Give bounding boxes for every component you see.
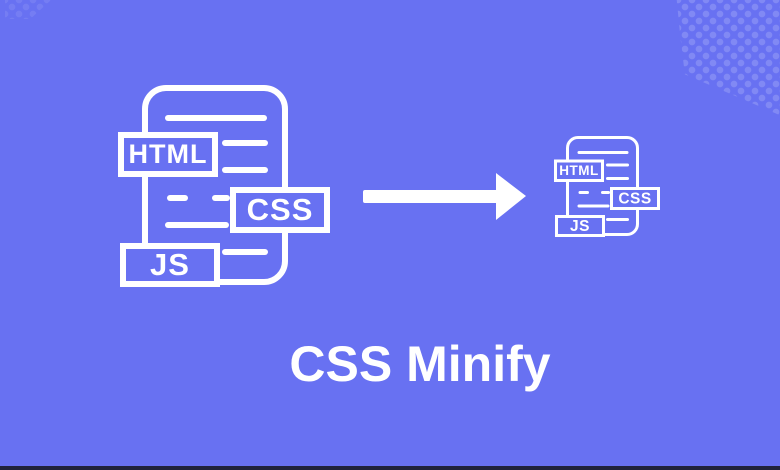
js-badge: JS — [555, 215, 605, 237]
code-line-icon — [606, 177, 629, 180]
js-badge: JS — [120, 243, 220, 287]
css-badge: CSS — [230, 187, 330, 233]
html-badge-label: HTML — [128, 139, 208, 169]
code-line-icon — [165, 222, 229, 228]
code-line-icon — [222, 249, 268, 255]
code-dash-icon — [212, 195, 230, 201]
js-badge-label: JS — [570, 217, 590, 235]
arrow-shaft — [363, 190, 499, 203]
bottom-bar — [0, 466, 780, 470]
page-title: CSS Minify — [289, 335, 551, 392]
html-badge: HTML — [118, 132, 218, 177]
code-line-icon — [606, 218, 629, 221]
arrow-right-icon — [363, 173, 526, 220]
code-line-icon — [222, 167, 268, 173]
html-badge-label: HTML — [559, 163, 599, 178]
dots-pattern-top-left-icon — [5, 0, 51, 19]
code-line-icon — [165, 115, 267, 121]
code-file-icon-large: HTML CSS JS — [118, 85, 330, 287]
css-badge-label: CSS — [246, 192, 314, 227]
js-badge-label: JS — [150, 247, 190, 282]
code-line-icon — [606, 163, 629, 167]
code-file-icon-small: HTML CSS JS — [554, 136, 660, 237]
code-line-icon — [577, 151, 629, 154]
code-line-icon — [222, 140, 268, 146]
html-badge: HTML — [554, 159, 604, 182]
css-badge: CSS — [610, 187, 660, 210]
arrow-head — [496, 173, 526, 220]
code-dash-icon — [167, 195, 188, 201]
code-dash-icon — [601, 191, 610, 194]
code-dash-icon — [578, 191, 589, 194]
dots-pattern-top-right-icon — [676, 0, 780, 116]
code-line-icon — [577, 204, 610, 208]
css-badge-label: CSS — [618, 189, 652, 208]
